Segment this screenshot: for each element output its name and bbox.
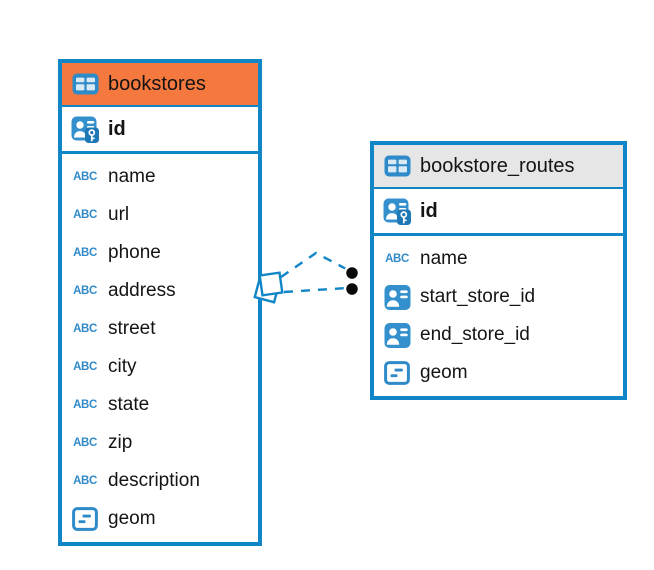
table-bookstores-header[interactable]: bookstores [62,63,258,107]
primary-key-name: id [108,117,126,140]
column-row[interactable]: ABC state [62,386,258,424]
relationship-line[interactable] [283,286,348,294]
text-icon: ABC [73,474,97,488]
column-row[interactable]: end_store_id [374,316,623,354]
column-row[interactable]: ABC phone [62,234,258,272]
text-icon: ABC [73,246,97,260]
primary-key-name: id [420,199,438,222]
column-row[interactable]: ABC street [62,310,258,348]
geometry-icon [383,360,411,387]
table-icon [71,71,99,98]
table-icon [383,153,411,180]
primary-key-icon [383,198,411,225]
text-icon: ABC [73,284,97,298]
column-row[interactable]: ABC city [62,348,258,386]
column-row[interactable]: ABC description [62,462,258,500]
column-name: url [108,204,130,225]
relationship-line[interactable] [280,251,351,278]
table-bookstore-routes-header[interactable]: bookstore_routes [374,145,623,189]
column-name: name [108,166,156,187]
column-name: name [420,248,468,269]
foreign-key-icon [383,284,411,311]
column-row[interactable]: start_store_id [374,278,623,316]
primary-key-row[interactable]: id [374,189,623,236]
column-name: end_store_id [420,324,530,345]
table-name: bookstore_routes [420,154,575,177]
column-row[interactable]: geom [374,354,623,392]
column-name: phone [108,242,161,263]
column-name: zip [108,432,133,453]
column-name: state [108,394,150,415]
table-bookstore-routes[interactable]: bookstore_routes id ABC name start_store_i… [370,141,627,400]
text-icon: ABC [73,322,97,336]
column-row[interactable]: ABC name [374,240,623,278]
column-row[interactable]: ABC zip [62,424,258,462]
text-icon: ABC [73,208,97,222]
geometry-icon [71,506,99,533]
column-name: geom [420,362,468,383]
column-row[interactable]: ABC name [62,158,258,196]
foreign-key-icon [383,322,411,349]
column-name: address [108,280,176,301]
text-icon: ABC [385,252,409,266]
column-name: city [108,356,137,377]
table-name: bookstores [108,72,206,95]
column-row[interactable]: geom [62,500,258,538]
column-name: start_store_id [420,286,536,307]
relationship-end-dot [343,264,361,282]
column-name: description [108,470,200,491]
primary-key-icon [71,116,99,143]
text-icon: ABC [73,436,97,450]
primary-key-row[interactable]: id [62,107,258,154]
relationship-end-dots[interactable] [343,264,361,298]
relationship-end-dot [343,280,361,298]
text-icon: ABC [73,170,97,184]
text-icon: ABC [73,398,97,412]
column-row[interactable]: ABC address [62,272,258,310]
column-row[interactable]: ABC url [62,196,258,234]
text-icon: ABC [73,360,97,374]
column-name: street [108,318,156,339]
column-name: geom [108,508,156,529]
